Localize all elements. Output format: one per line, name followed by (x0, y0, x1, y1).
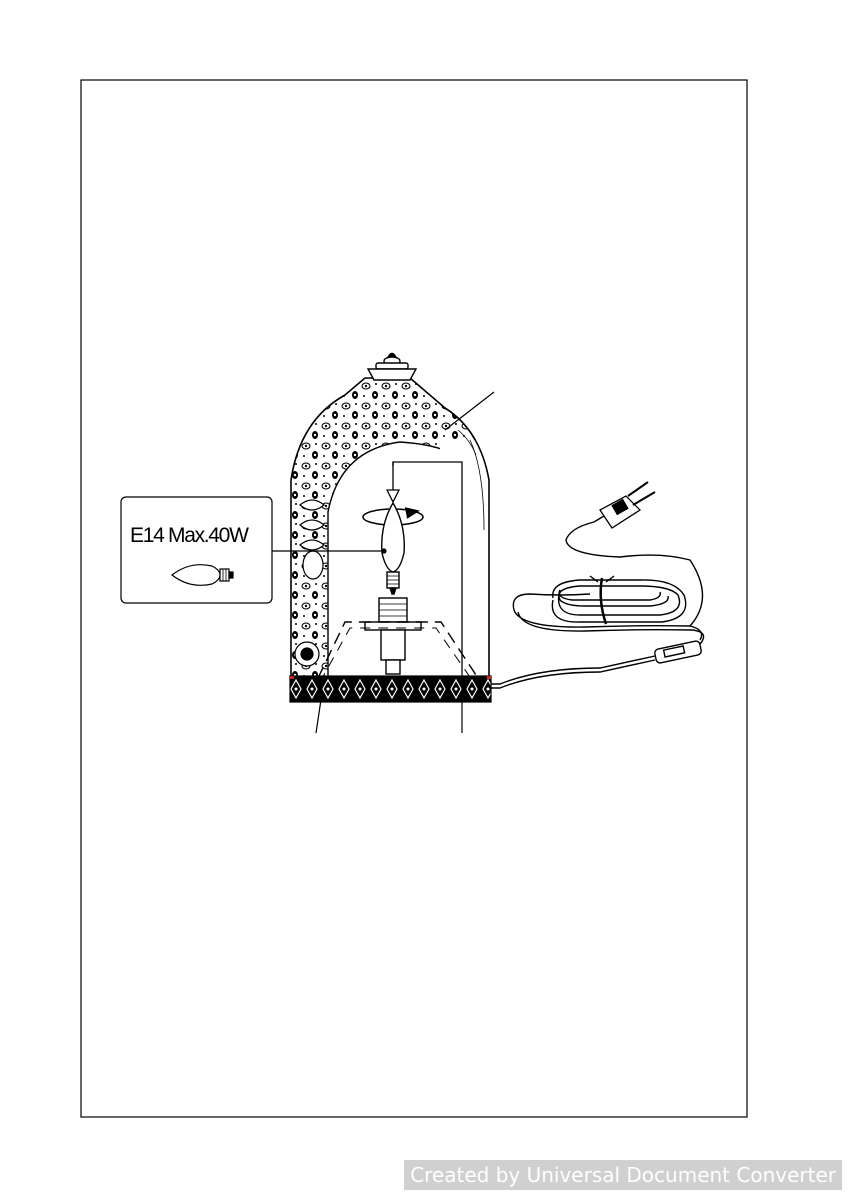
bulb-spec-label: E14 Max.40W (130, 524, 249, 547)
callout-shade (444, 391, 495, 431)
lamp-socket (364, 597, 422, 675)
insertion-arrow (385, 476, 401, 504)
callout-base-left (315, 692, 323, 734)
watermark-banner: Created by Universal Document Converter (404, 1160, 842, 1190)
plug (593, 481, 656, 529)
shade-finial (366, 352, 418, 381)
lamp-base (289, 675, 492, 703)
shade-ornaments (294, 499, 325, 667)
page-border (80, 79, 748, 1118)
lamp-shade (290, 352, 490, 678)
small-bulb-icon (171, 564, 234, 586)
candle-bulb (381, 501, 405, 595)
bulb-spec-box (120, 496, 273, 604)
callout-lines (266, 391, 495, 734)
cord-from-lamp (491, 655, 656, 685)
coiled-cord (551, 575, 687, 625)
power-cord (491, 481, 705, 689)
